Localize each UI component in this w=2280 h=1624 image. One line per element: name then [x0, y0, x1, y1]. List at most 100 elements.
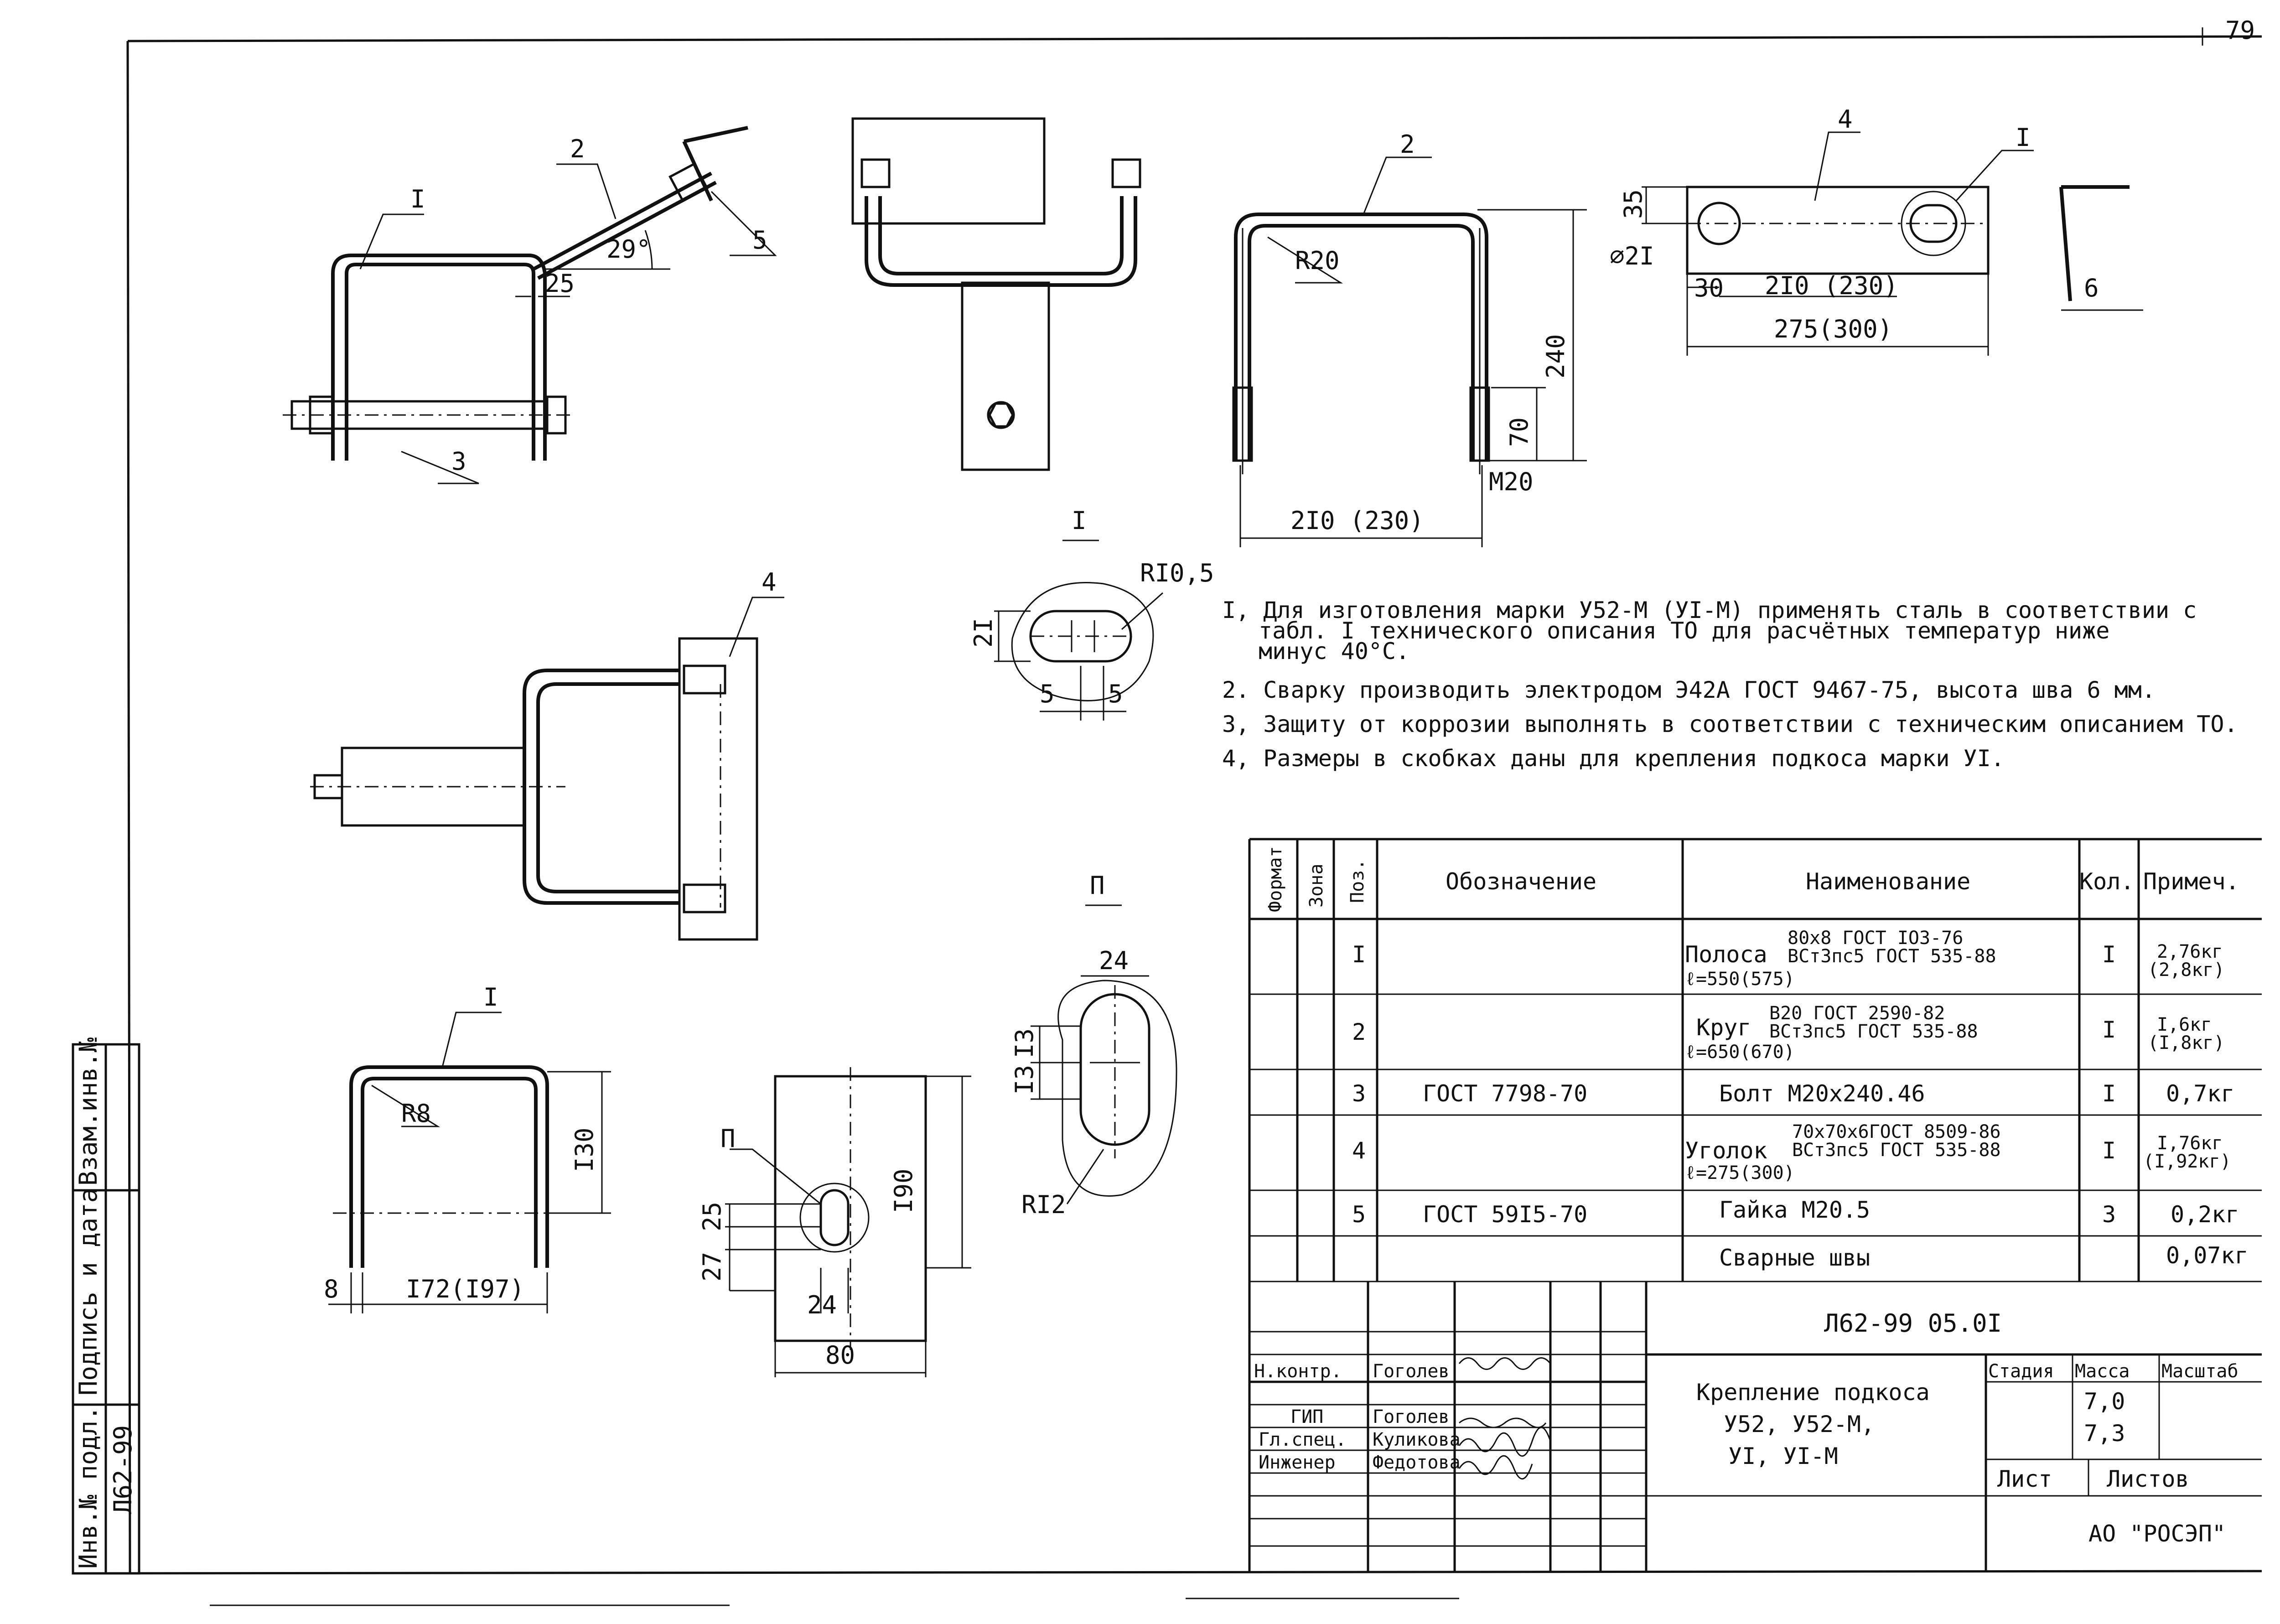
row3-designation: ГОСТ 7798-70 — [1423, 1080, 1587, 1107]
detail-II-label: П — [1090, 871, 1105, 900]
th-qty: Кол. — [2079, 868, 2134, 895]
dim-210b: 2I0 (230) — [1765, 271, 1898, 300]
mass-label: Масса — [2075, 1361, 2130, 1382]
dim-130: I30 — [570, 1127, 599, 1172]
sheets-label: Листов — [2107, 1466, 2189, 1492]
row4-note-bottom: (I,92кг) — [2143, 1151, 2231, 1172]
note-1a: I, Для изготовления марки У52-М (УI-М) п… — [1222, 597, 2197, 623]
name-gip: Гоголев — [1373, 1406, 1450, 1427]
dim-190: I90 — [889, 1168, 918, 1213]
th-note: Примеч. — [2143, 868, 2239, 895]
dim-35: 35 — [1619, 189, 1648, 219]
dim-21b: 2I — [969, 618, 998, 648]
row6-name: Сварные швы — [1719, 1245, 1870, 1271]
row1-name-bottom: ВСт3пс5 ГОСТ 535-88 — [1788, 946, 1996, 967]
row3-qty: I — [2102, 1080, 2116, 1107]
role-gip: ГИП — [1290, 1406, 1323, 1427]
callout-II-strip: П — [720, 1124, 736, 1153]
row2-name-extra: ℓ=650(670) — [1685, 1042, 1795, 1063]
callout-3-side: 3 — [451, 447, 466, 476]
dim-angle: 29° — [606, 235, 651, 264]
row1-name-top: 80х8 ГОСТ IО3-76 — [1788, 928, 1963, 949]
dim-13b: I3 — [1010, 1065, 1039, 1095]
dim-80: 80 — [825, 1341, 855, 1370]
row2-name-top: В20 ГОСТ 2590-82 — [1769, 1003, 1945, 1024]
stamp-inv-podl: Инв.№ подл. — [74, 1406, 103, 1569]
note-1c: минус 40°С. — [1259, 638, 1409, 664]
th-designation: Обозначение — [1446, 868, 1596, 895]
stamp-vzam: Взам.инв.№ — [74, 1037, 103, 1186]
row1-name-prefix: Полоса — [1685, 941, 1767, 968]
role-engineer: Инженер — [1259, 1452, 1336, 1473]
row5-qty: 3 — [2102, 1201, 2116, 1228]
role-glspec: Гл.спец. — [1259, 1429, 1347, 1450]
dim-5a: 5 — [1040, 680, 1055, 708]
row6-note: 0,07кг — [2166, 1242, 2249, 1269]
th-pos: Поз. — [1347, 859, 1368, 903]
note-1b: табл. I технического описания ТО для рас… — [1259, 617, 2109, 644]
view-strip — [725, 1067, 971, 1377]
th-zone: Зона — [1306, 864, 1327, 908]
doc-code: Л62-99 05.0I — [1824, 1309, 2002, 1338]
row4-name-top: 70х70х6ГОСТ 8509-86 — [1792, 1121, 2001, 1142]
note-2: 2. Сварку производить электродом Э42А ГО… — [1222, 677, 2156, 703]
view-ubolt — [1232, 156, 1587, 547]
row2-name-bottom: ВСт3пс5 ГОСТ 535-88 — [1769, 1021, 1978, 1042]
dim-25: 25 — [545, 269, 575, 298]
row4-name-bottom: ВСт3пс5 ГОСТ 535-88 — [1792, 1140, 2001, 1161]
view-bar — [328, 1012, 611, 1313]
dim-25b: 25 — [698, 1202, 726, 1231]
note-4: 4, Размеры в скобках даны для крепления … — [1222, 745, 2005, 772]
view-angle — [1642, 131, 2143, 356]
callout-I-angle: I — [2016, 123, 2031, 152]
row5-pos: 5 — [1352, 1201, 1366, 1228]
dim-r20: R20 — [1295, 246, 1340, 275]
row4-qty: I — [2102, 1137, 2116, 1164]
row2-note-top: I,6кг — [2157, 1014, 2212, 1035]
title-line-1: Крепление подкоса — [1696, 1379, 1930, 1406]
row1-pos: I — [1352, 941, 1366, 968]
view-front — [310, 597, 784, 941]
note-3: 3, Защиту от коррозии выполнять в соотве… — [1222, 711, 2238, 737]
dim-30: 30 — [1694, 274, 1724, 302]
view-side-assembly — [283, 126, 777, 484]
title-line-3: УI, УI-М — [1728, 1443, 1838, 1469]
mass-value-1: 7,0 — [2084, 1388, 2125, 1415]
row5-name: Гайка М20.5 — [1719, 1197, 1870, 1223]
callout-2-side: 2 — [570, 135, 585, 163]
row2-pos: 2 — [1352, 1019, 1366, 1045]
th-format: Формат — [1265, 846, 1286, 913]
name-engineer: Федотова — [1373, 1452, 1461, 1473]
row5-note: 0,2кг — [2171, 1201, 2239, 1228]
dim-r8: R8 — [401, 1099, 431, 1128]
callout-I-side: I — [410, 185, 425, 213]
row4-note-top: I,76кг — [2157, 1133, 2223, 1154]
dim-m20: M20 — [1489, 467, 1534, 496]
row5-designation: ГОСТ 59I5-70 — [1423, 1201, 1587, 1228]
detail-I — [994, 540, 1163, 721]
row4-name-extra: ℓ=275(300) — [1685, 1162, 1795, 1183]
sheet-label: Лист — [1997, 1466, 2052, 1492]
dim-210-230: 2I0 (230) — [1290, 506, 1424, 535]
stage-label: Стадия — [1988, 1361, 2054, 1382]
callout-I-bar: I — [483, 983, 498, 1012]
sheet-frame — [73, 27, 2262, 1606]
row4-pos: 4 — [1352, 1137, 1366, 1164]
side-stamp: Инв.№ подл. Подпись и дата Взам.инв.№ Л6… — [72, 1037, 140, 1575]
mass-value-2: 7,3 — [2084, 1420, 2125, 1447]
dim-24b: 24 — [807, 1291, 837, 1319]
spec-table: Формат Зона Поз. Обозначение Наименовани… — [1248, 838, 2262, 1571]
sheet-number: 79 — [2225, 16, 2255, 45]
callout-4-front: 4 — [762, 568, 777, 597]
dim-275: 275(300) — [1774, 315, 1892, 343]
dim-6: 6 — [2084, 274, 2099, 302]
dim-172: I72(I97) — [406, 1275, 524, 1303]
dim-8: 8 — [324, 1275, 339, 1303]
dim-13a: I3 — [1010, 1028, 1039, 1058]
organization: АО "РОСЭП" — [2088, 1520, 2226, 1547]
scale-label: Масштаб — [2161, 1361, 2239, 1382]
th-name: Наименование — [1806, 868, 1970, 895]
row1-name-extra: ℓ=550(575) — [1685, 969, 1795, 990]
name-glspec: Куликова — [1373, 1429, 1461, 1450]
row1-note-top: 2,76кг — [2157, 941, 2223, 962]
